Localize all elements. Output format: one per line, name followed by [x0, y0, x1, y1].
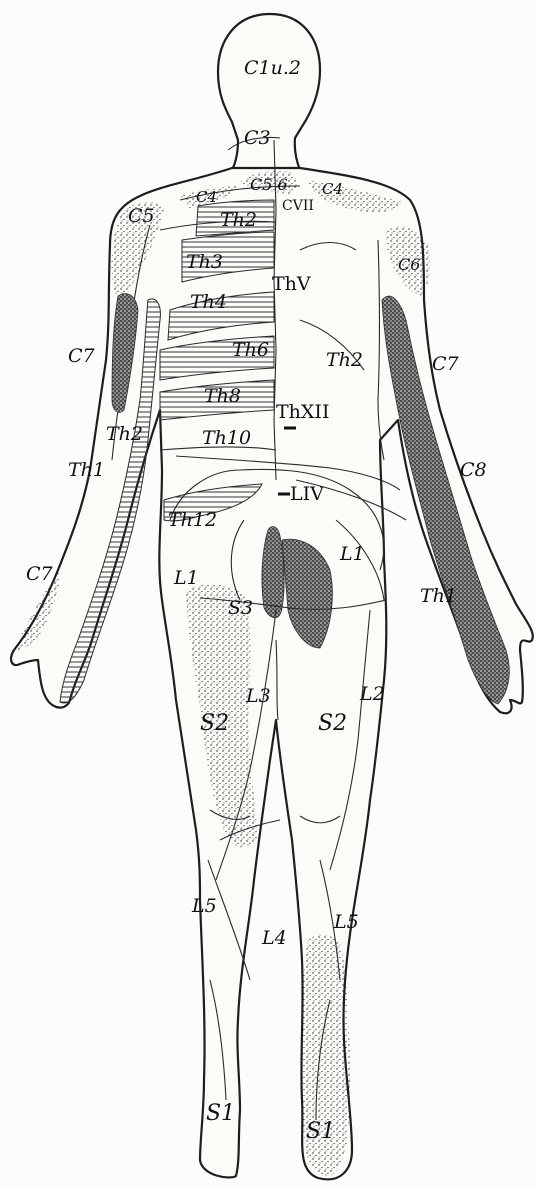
label-th2-left-arm: Th2 — [106, 423, 143, 445]
label-th8: Th8 — [204, 385, 241, 407]
label-s1-right: S1 — [306, 1119, 335, 1144]
label-l1-left: L1 — [173, 567, 199, 589]
label-l1-right: L1 — [339, 543, 365, 565]
label-c4-right: C4 — [322, 180, 343, 198]
label-c3: C3 — [244, 127, 271, 149]
label-c1u2: C1u.2 — [244, 57, 301, 79]
label-s1-left: S1 — [206, 1101, 235, 1126]
label-l5-right: L5 — [333, 911, 359, 933]
region-s3-center — [262, 527, 284, 618]
label-th6: Th6 — [232, 339, 269, 361]
label-th4: Th4 — [190, 291, 227, 313]
label-thxii: ThXII — [276, 401, 329, 423]
label-l4: L4 — [261, 927, 287, 949]
label-th1-left-arm: Th1 — [68, 459, 105, 481]
label-th12: Th12 — [168, 509, 217, 531]
label-c4-left: C4 — [196, 188, 217, 206]
label-l3: L3 — [245, 685, 271, 707]
label-c5: C5 — [128, 205, 155, 227]
label-l2: L2 — [359, 683, 385, 705]
label-th1-right: Th1 — [420, 585, 457, 607]
label-s3: S3 — [228, 597, 253, 619]
label-c7-left-upper: C7 — [68, 345, 96, 367]
label-th10: Th10 — [202, 427, 251, 449]
label-c6: C6 — [398, 255, 420, 274]
label-l5-left: L5 — [191, 895, 217, 917]
label-s2-right: S2 — [318, 711, 347, 736]
label-th2-top: Th2 — [220, 209, 257, 231]
label-c7-left-lower: C7 — [26, 563, 54, 585]
label-c8: C8 — [460, 459, 487, 481]
label-cvii: CVII — [282, 198, 314, 214]
label-c5-6: C5 6 — [250, 175, 288, 194]
label-thv: ThV — [272, 273, 311, 295]
label-th3: Th3 — [186, 251, 223, 273]
label-c7-right: C7 — [432, 353, 460, 375]
label-th2-right: Th2 — [326, 349, 363, 371]
label-liv: LIV — [290, 483, 324, 505]
label-s2-left: S2 — [200, 711, 229, 736]
